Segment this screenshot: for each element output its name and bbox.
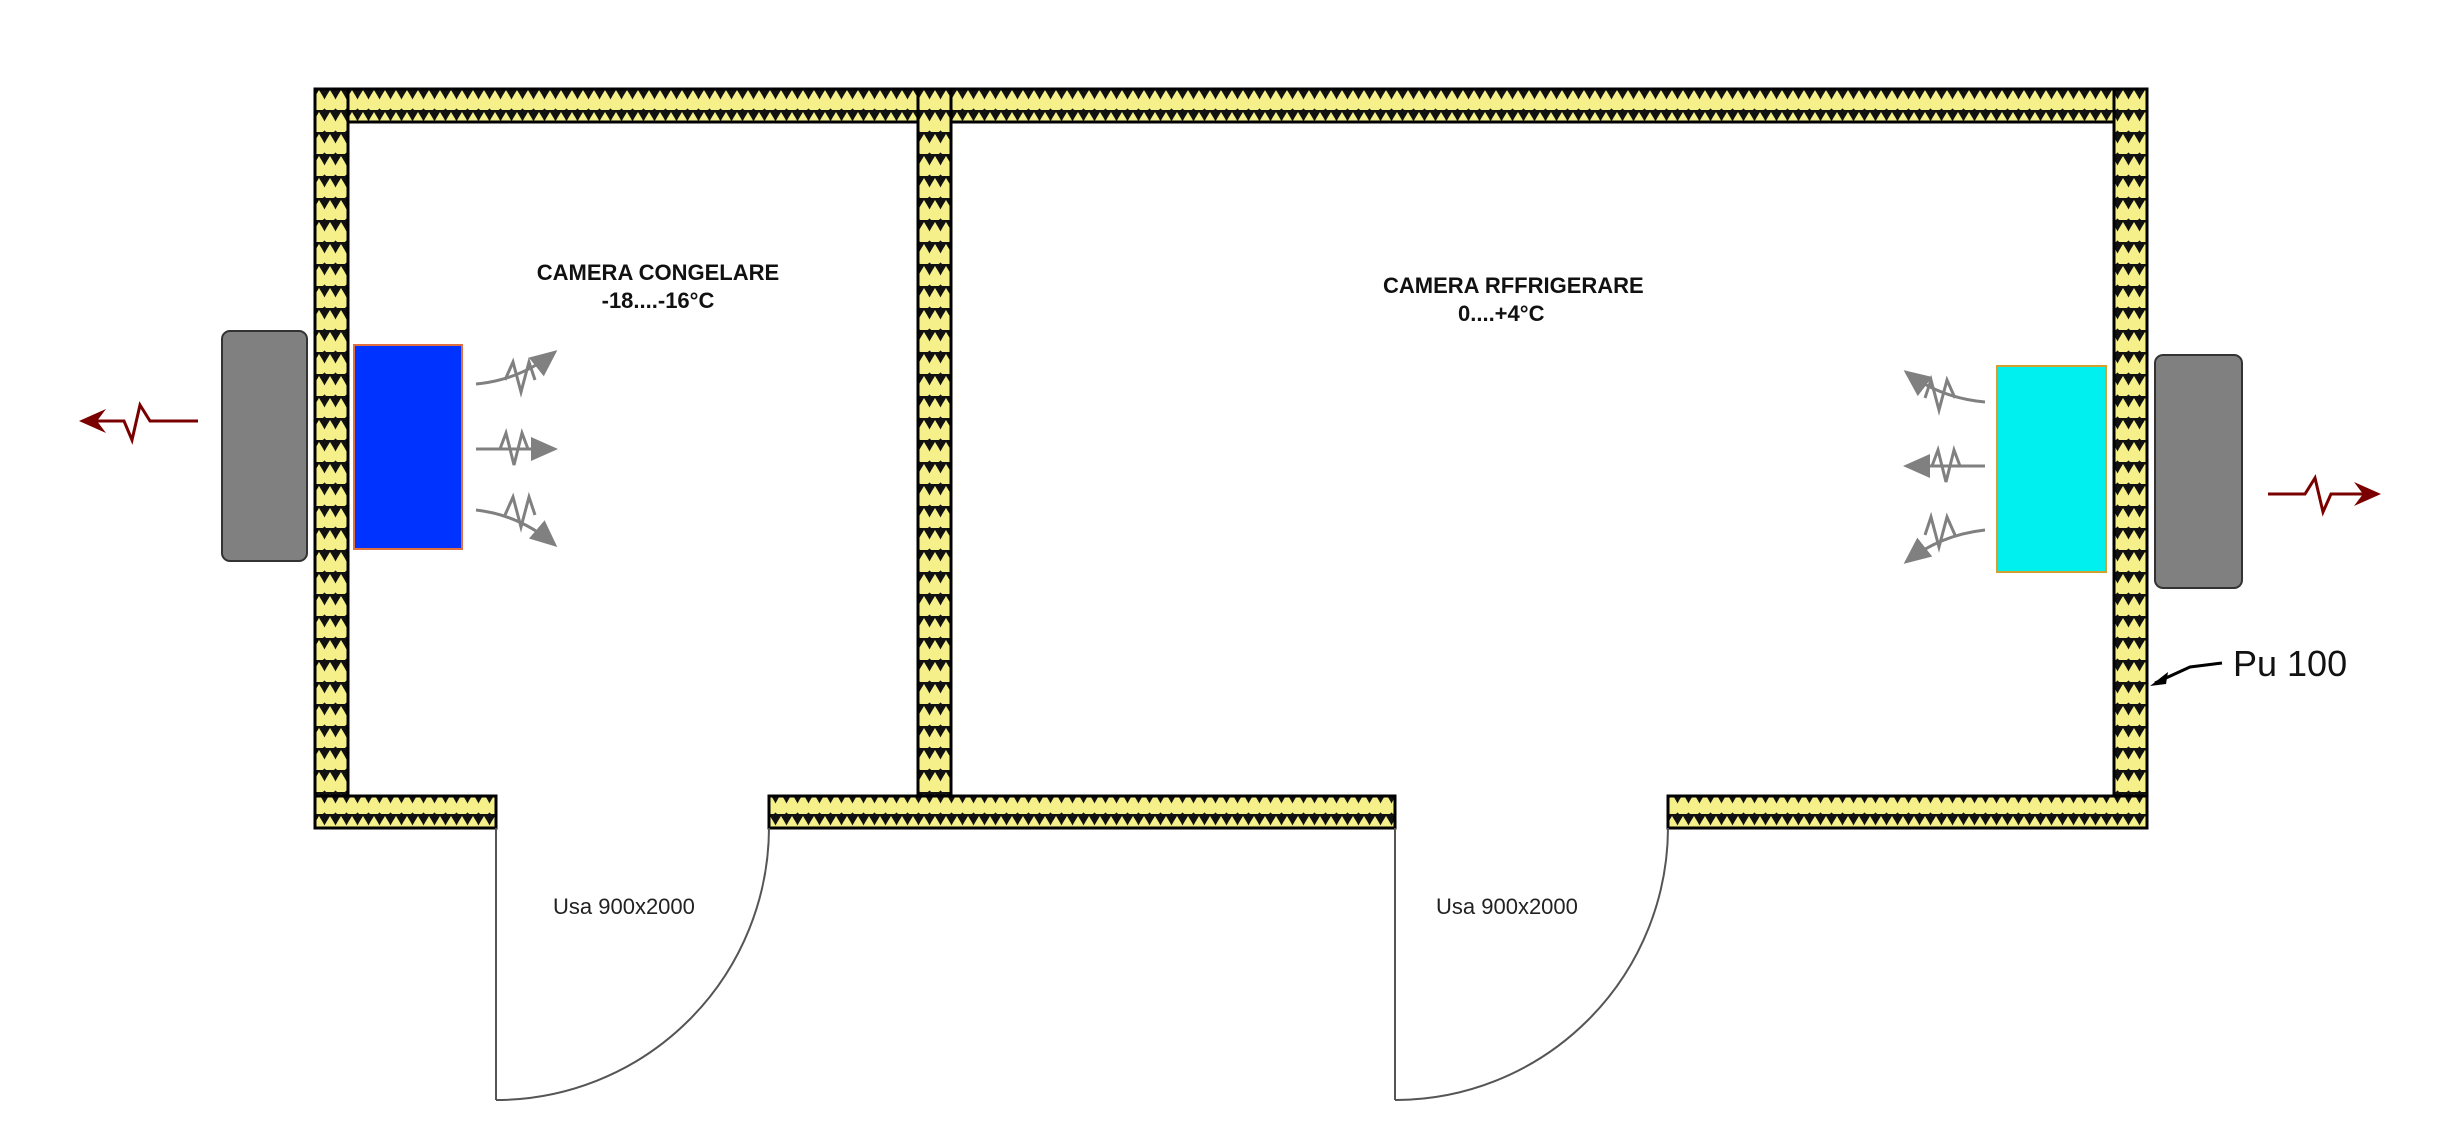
- evaporator-cooler: [1996, 365, 2107, 573]
- wall-top: [313, 87, 2149, 124]
- door-left-label: Usa 900x2000: [553, 894, 695, 919]
- wall-bottom-3: [1666, 794, 2149, 830]
- fan-airflow-icons-right: [1903, 370, 1986, 564]
- wall-bottom-1: [313, 794, 498, 830]
- heat-out-arrow-left: [79, 401, 198, 445]
- cooler-room-temp: 0....+4°C: [1458, 301, 1545, 326]
- wall-left: [313, 87, 350, 830]
- fan-airflow-icons-left: [475, 350, 558, 547]
- wall-insulation-label: Pu 100: [2233, 643, 2347, 684]
- door-left: [495, 827, 770, 1101]
- door-right: [1394, 827, 1669, 1101]
- wall-right: [2112, 87, 2149, 830]
- wall-bottom-2: [767, 794, 1397, 830]
- cooler-room-name: CAMERA RFFRIGERARE: [1383, 273, 1644, 298]
- insulated-walls: [313, 87, 2149, 830]
- freezer-room-name: CAMERA CONGELARE: [537, 260, 779, 285]
- condenser-unit-right: [2154, 354, 2243, 589]
- wall-partition: [916, 87, 953, 830]
- door-right-label: Usa 900x2000: [1436, 894, 1578, 919]
- heat-out-arrow-right: [2268, 474, 2381, 517]
- leader-arrow-head-icon: [2150, 672, 2168, 686]
- freezer-room-temp: -18....-16°C: [602, 288, 715, 313]
- evaporator-freezer: [353, 344, 463, 550]
- condenser-unit-left: [221, 330, 308, 562]
